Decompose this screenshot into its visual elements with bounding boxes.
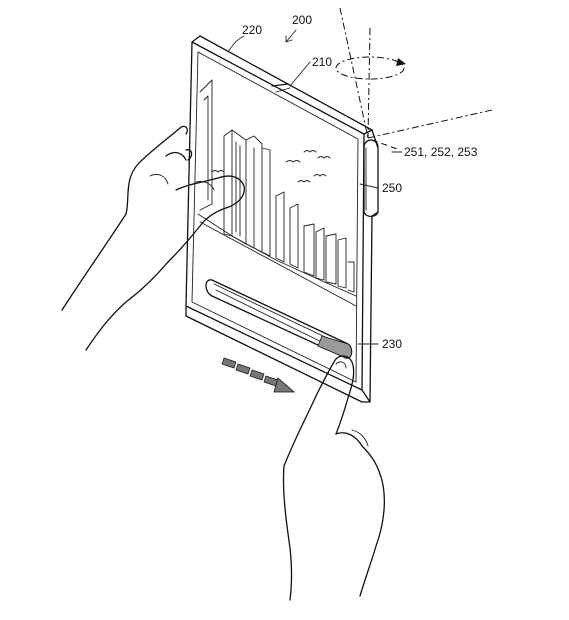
right-hand — [282, 355, 385, 601]
label-side-part: 250 — [382, 181, 402, 195]
foldable-device — [185, 35, 379, 403]
swipe-direction-arrow-icon — [221, 357, 296, 393]
rotation-axis — [335, 7, 493, 151]
rotation-arrow-icon — [335, 56, 406, 80]
left-hand — [61, 125, 245, 351]
label-sensors: 251, 252, 253 — [404, 145, 478, 159]
screen-image-city — [197, 79, 357, 307]
slider-bar[interactable] — [205, 279, 353, 359]
label-hinge: 210 — [312, 55, 332, 69]
leader-lines — [227, 35, 403, 345]
label-first-display: 220 — [242, 23, 262, 37]
label-device: 200 — [292, 13, 312, 27]
device-pointer-arrow — [285, 29, 297, 43]
label-slider-area: 230 — [382, 337, 402, 351]
slider-fill — [317, 335, 352, 359]
